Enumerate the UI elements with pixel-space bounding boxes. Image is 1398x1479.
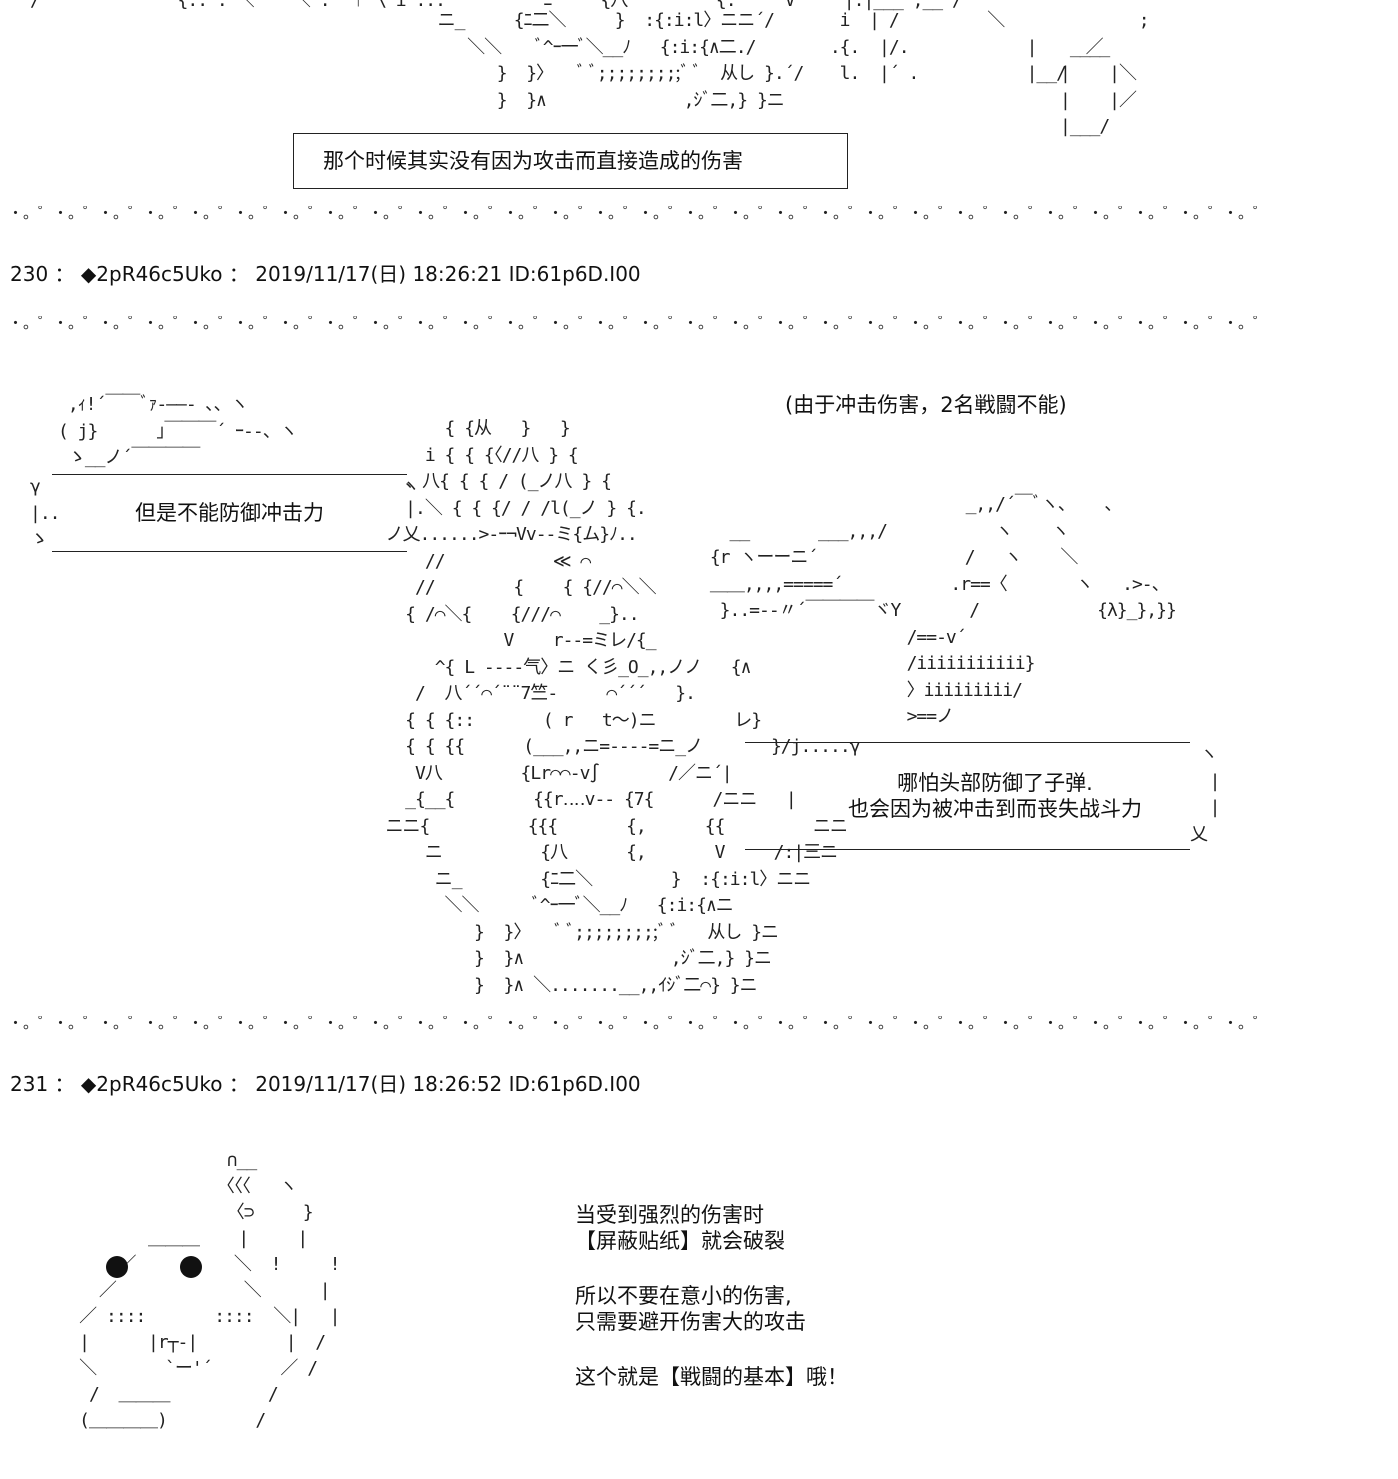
post-231-line-7: 这个就是【戦闘的基本】哦！ [575,1365,848,1389]
bubble-right-line2: 也会因为被冲击到而丧失战斗力 [848,797,1142,821]
divider: ・。゜・。゜・。゜・。゜・。゜・。゜・。゜・。゜・。゜・。゜・。゜・。゜・。゜・… [8,316,1260,330]
ascii-top-fragment: ニ_ {ﾆ二＼ } :{:i:l〉ニニ´/ ＼＼ ﾞ^ｰ一ﾞ＼__ﾉ {:i:{… [437,10,805,111]
speech-bubble-left [52,474,407,552]
ascii-mascot: ∩__ 〈〈〈 ヽ 〈⊃ } ＿＿＿ | | ／ ＼ ! ! ／ ＼ | ／ :… [79,1150,340,1431]
bubble-left-tail: ヽ [402,476,420,497]
post-header-231: 231 ： ◆2pR46c5Uko ： 2019/11/17(日) 18:26:… [10,1072,641,1096]
top-caption: 那个时候其实没有因为攻击而直接造成的伤害 [323,149,743,173]
post-header-230: 230 ： ◆2pR46c5Uko ： 2019/11/17(日) 18:26:… [10,262,641,286]
bubble-left-text: 但是不能防御冲击力 [135,501,324,525]
divider: ・。゜・。゜・。゜・。゜・。゜・。゜・。゜・。゜・。゜・。゜・。゜・。゜・。゜・… [8,206,1260,220]
ascii-soldier: { {从 } } i { { {〈//八 } { 、八{ { { / (_ノ八 … [385,418,861,996]
divider: ・。゜・。゜・。゜・。゜・。゜・。゜・。゜・。゜・。゜・。゜・。゜・。゜・。゜・… [8,1016,1260,1030]
ascii-top-right-fragment: i | / ＼ .{. |/. | ／ l. |´ . |__/ [829,10,1104,84]
top-caption-box [293,133,848,189]
ascii-top-left-fragment: / {.. . ＼ ＼ . ︱ \ i ... ﾆ {八 {. V |.|___… [30,0,963,11]
post-231-line-2: 【屏蔽贴纸】就会破裂 [575,1229,785,1253]
post-231-line-5: 只需要避开伤害大的攻击 [575,1310,806,1334]
ascii-rifle: _,,/´￣ﾞヽ、 、 __ ___,,,/ ヽ ヽ {r ヽーーニ´ / ヽ … [709,494,1177,727]
speech-bubble-right [745,742,1190,850]
bubble-right-line1: 哪怕头部防御了子弹. [897,771,1093,795]
battle-note: (由于冲击伤害，2名戦闘不能) [785,393,1067,417]
mascot-left-eye-icon [106,1256,128,1278]
bubble-right-edge: ヽ | | 乂 [1190,744,1220,845]
bubble-left-edge: γ |.. ゝ [30,476,60,550]
post-231-line-1: 当受到强烈的伤害时 [575,1203,764,1227]
mascot-right-eye-icon [180,1256,202,1278]
ascii-top-right-box: ; ____ | |＼ | |／ |___/ [1060,10,1150,137]
ascii-helmet-guy: ,ｨ!´￣￣ﾞｧ‐――‐ ､、ヽ ( j} ｣￣￣￣´ ｰ‐-、ヽ ゝ__ノ´￣… [58,394,298,468]
post-231-line-4: 所以不要在意小的伤害, [575,1284,792,1308]
